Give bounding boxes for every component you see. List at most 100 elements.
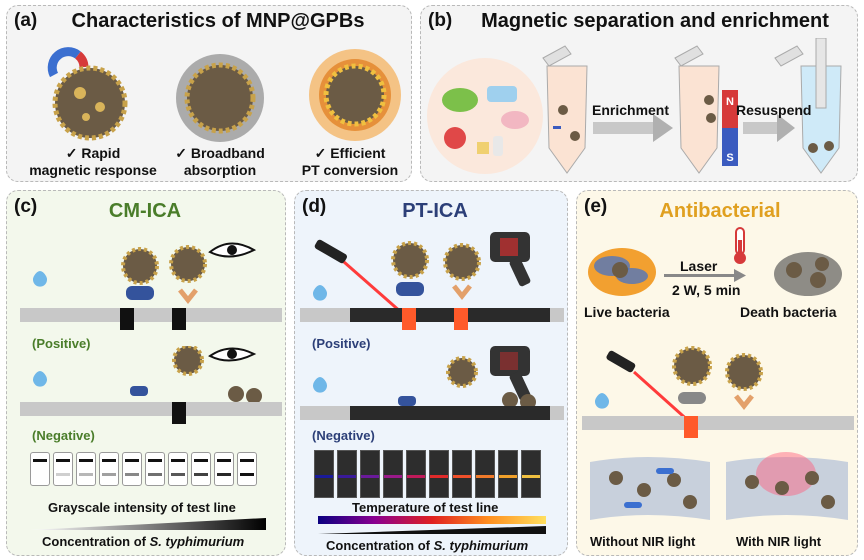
cassette-test-line (453, 475, 471, 478)
cassette-test-line (476, 475, 494, 478)
cm-test-cassette (99, 452, 119, 486)
grayscale-caption: Grayscale intensity of test line (48, 500, 236, 515)
droplet-icon (33, 271, 47, 287)
pt-test-cassette (452, 450, 472, 498)
pt-concentration-caption: Concentration of S. typhimurium (326, 538, 528, 553)
pt-test-cassette (498, 450, 518, 498)
cassette-test-line (522, 475, 540, 478)
live-bacteria-icon (588, 248, 656, 296)
cassette-test-line (125, 473, 139, 476)
cassette-test-line (102, 473, 116, 476)
check-icon: ✓ (175, 145, 187, 161)
thermometer-icon (734, 227, 746, 264)
pt-negative-label: (Negative) (312, 428, 375, 443)
bar-magnet-icon: N S (722, 90, 738, 166)
caption-rapid: ✓ Rapid magnetic response (28, 145, 158, 179)
cassette-test-line (171, 473, 185, 476)
cm-concentration-prefix: Concentration of (42, 534, 150, 549)
pt-test-cassette (337, 450, 357, 498)
cassette-test-line (361, 475, 379, 478)
cm-test-cassette (145, 452, 165, 486)
antibacterial-strip-illustration (582, 346, 854, 438)
pt-test-cassette (383, 450, 403, 498)
panel-d-label: (d) (302, 196, 327, 217)
laser-params-label: 2 W, 5 min (672, 282, 741, 298)
pt-test-cassette (406, 450, 426, 498)
pt-concentration-species: S. typhimurium (433, 538, 529, 553)
tube-enrichment-icon (674, 45, 720, 174)
caption-broadband-line2: absorption (183, 162, 257, 178)
cassette-test-line (56, 473, 70, 476)
caption-efficient-line2: PT conversion (301, 162, 399, 178)
panel-c-label: (c) (14, 196, 38, 217)
laser-pointer-icon (606, 350, 694, 426)
live-bacteria-label: Live bacteria (584, 304, 670, 320)
cassette-test-line (384, 475, 402, 478)
droplet-icon (313, 285, 327, 301)
pt-test-cassette (521, 450, 541, 498)
thermal-camera-icon (490, 232, 531, 287)
panel-b-label: (b) (428, 10, 453, 31)
cm-test-cassette (237, 452, 257, 486)
panel-b-title: Magnetic separation and enrichment (481, 10, 829, 32)
cassette-control-line (171, 459, 185, 462)
cm-positive-label: (Positive) (32, 336, 91, 351)
caption-efficient: ✓ Efficient PT conversion (290, 145, 410, 179)
without-nir-tissue-icon (590, 457, 710, 520)
thermal-camera-icon (490, 346, 531, 401)
pt-test-cassette (360, 450, 380, 498)
cm-test-cassette (30, 452, 50, 486)
check-icon: ✓ (314, 145, 327, 161)
with-nir-tissue-icon (726, 452, 848, 520)
pt-cassette-row (314, 450, 564, 500)
cassette-control-line (56, 459, 70, 462)
cassette-test-line (499, 475, 517, 478)
pt-test-cassette (475, 450, 495, 498)
cm-test-cassette (53, 452, 73, 486)
tube-resuspend-icon (774, 38, 842, 174)
cassette-control-line (102, 459, 116, 462)
laser-label: Laser (680, 258, 718, 274)
tissue-comparison-illustration (590, 452, 848, 520)
magnet-s-label: S (726, 152, 733, 164)
cassette-control-line (33, 459, 47, 462)
eye-icon (208, 347, 257, 362)
pt-ica-positive-illustration (300, 232, 564, 330)
cassette-control-line (79, 459, 93, 462)
tube-sample-icon (542, 45, 588, 174)
check-icon: ✓ (65, 145, 78, 161)
cm-negative-label: (Negative) (32, 428, 95, 443)
cassette-test-line (315, 475, 333, 478)
cassette-test-line (338, 475, 356, 478)
cassette-control-line (217, 459, 231, 462)
temperature-gradient-bar (318, 516, 546, 524)
temperature-caption: Temperature of test line (352, 500, 499, 515)
pt-ica-negative-illustration (300, 346, 564, 420)
pt-test-cassette (314, 450, 334, 498)
magnet-icon (47, 47, 89, 78)
panel-c-title: CM-ICA (108, 200, 182, 222)
pt-test-cassette (429, 450, 449, 498)
mnp-particle-rapid (55, 68, 125, 138)
eye-icon (208, 242, 257, 258)
cassette-test-line (217, 473, 231, 476)
cassette-test-line (148, 473, 162, 476)
cassette-test-line (194, 473, 208, 476)
with-nir-label: With NIR light (736, 534, 822, 549)
pt-positive-label: (Positive) (312, 336, 371, 351)
panel-e-title: Antibacterial (659, 200, 781, 222)
without-nir-label: Without NIR light (590, 534, 696, 549)
pt-concentration-prefix: Concentration of (326, 538, 434, 553)
mnp-illustrations (47, 47, 401, 142)
cassette-control-line (194, 459, 208, 462)
panel-a-label: (a) (14, 10, 38, 31)
death-bacteria-icon (774, 252, 842, 296)
cassette-test-line (79, 473, 93, 476)
panel-d-title: PT-ICA (402, 200, 468, 222)
cassette-control-line (148, 459, 162, 462)
cm-concentration-caption: Concentration of S. typhimurium (42, 534, 244, 549)
droplet-icon (313, 377, 327, 393)
resuspend-label: Resuspend (736, 102, 812, 118)
death-bacteria-label: Death bacteria (740, 304, 837, 320)
cm-test-cassette (214, 452, 234, 486)
